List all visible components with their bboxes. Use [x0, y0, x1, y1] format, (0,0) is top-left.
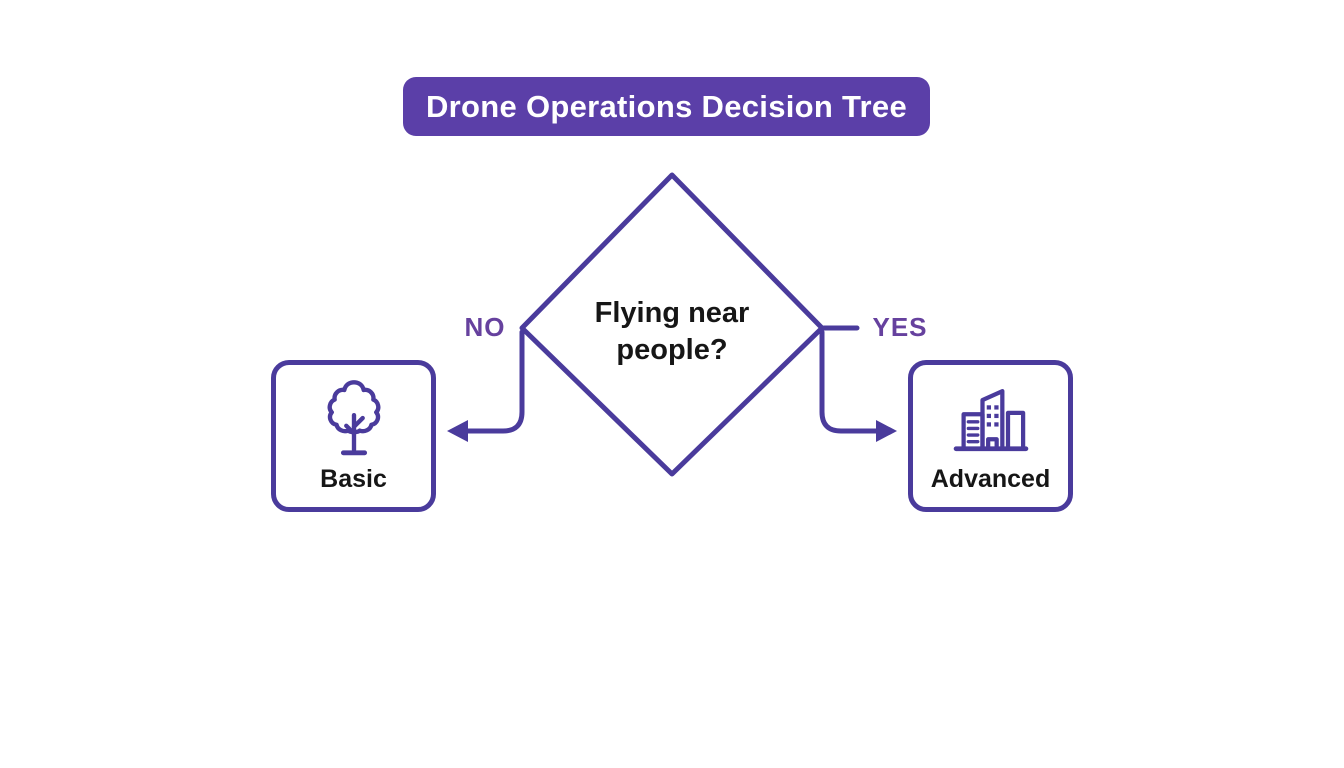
decision-question: Flying near people?: [594, 297, 750, 366]
decision-diamond: [519, 172, 825, 477]
outcome-label-basic: Basic: [320, 465, 387, 493]
no-edge-label: NO: [464, 312, 506, 342]
outcome-card-advanced: Advanced: [908, 360, 1073, 512]
no-connector-line: [459, 329, 525, 434]
diagram-title: Drone Operations Decision Tree: [425, 88, 908, 124]
yes-connector-line: [819, 329, 885, 434]
no-arrowhead-icon: [447, 420, 468, 442]
outcome-label-advanced: Advanced: [930, 465, 1051, 493]
advanced-icon-wrap: [951, 375, 1031, 463]
title-banner: Drone Operations Decision Tree: [403, 77, 930, 136]
basic-icon-wrap: [325, 375, 383, 463]
tree-icon: [327, 380, 380, 456]
city-buildings-icon: [953, 389, 1028, 452]
yes-arrowhead-icon: [876, 420, 897, 442]
yes-edge-label: YES: [872, 312, 928, 342]
outcome-card-basic: Basic: [271, 360, 436, 512]
